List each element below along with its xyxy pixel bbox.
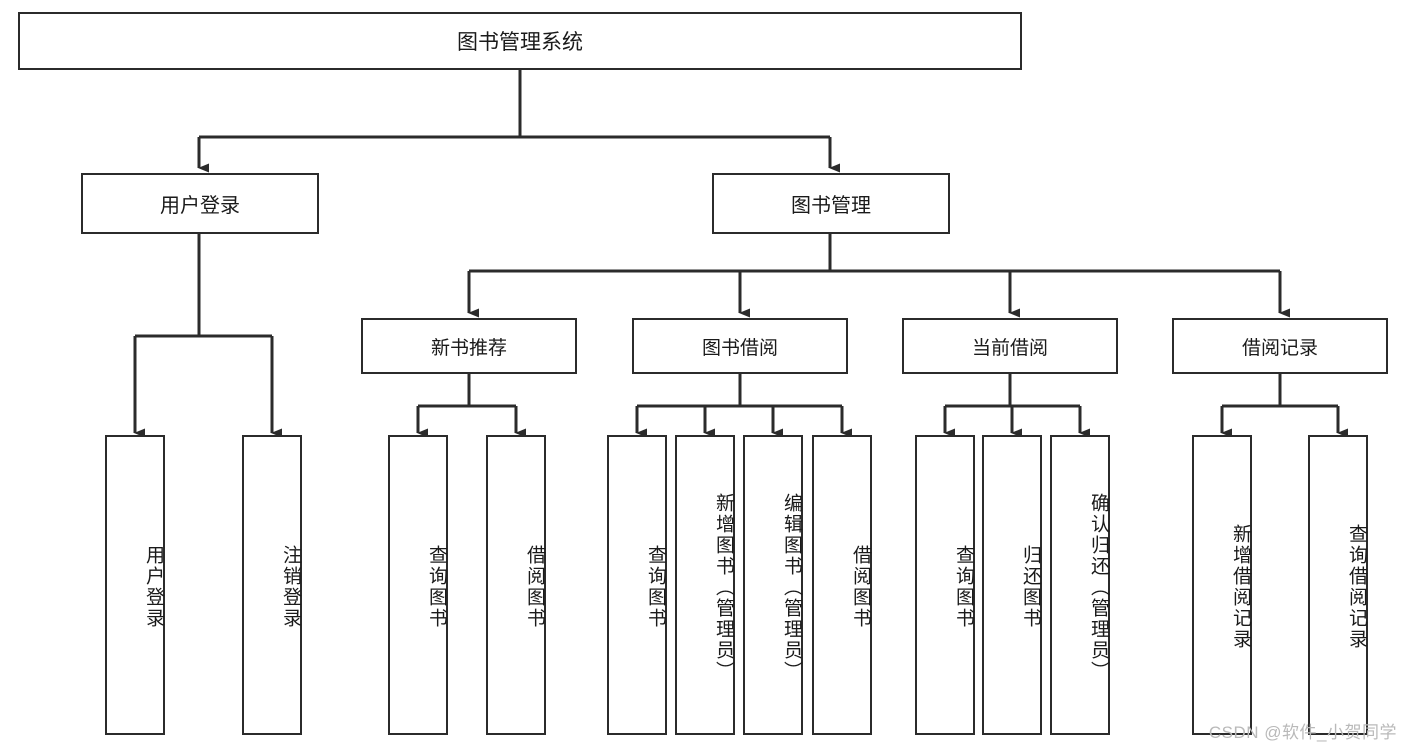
node-leaf-label: 编辑图书（管理员）	[781, 492, 802, 682]
node-leaf-book-borrow-borrow[interactable]: 借阅图书	[812, 435, 872, 735]
node-current-borrow-label: 当前借阅	[971, 337, 1048, 359]
node-current-borrow[interactable]: 当前借阅	[902, 318, 1118, 374]
node-leaf-label: 用户登录	[143, 545, 164, 629]
node-leaf-current-borrow-query[interactable]: 查询图书	[915, 435, 975, 735]
node-new-book-recommend[interactable]: 新书推荐	[361, 318, 577, 374]
node-root-book-management-system[interactable]: 图书管理系统	[18, 12, 1022, 70]
node-root-label: 图书管理系统	[457, 31, 583, 54]
node-leaf-label: 借阅图书	[524, 545, 545, 629]
node-leaf-new-book-borrow[interactable]: 借阅图书	[486, 435, 546, 735]
csdn-watermark: CSDN @软件_小贺同学	[1208, 723, 1397, 742]
node-leaf-label: 注销登录	[280, 545, 301, 629]
node-leaf-label: 新增借阅记录	[1230, 524, 1251, 650]
node-new-book-recommend-label: 新书推荐	[430, 337, 507, 359]
node-leaf-borrow-records-add[interactable]: 新增借阅记录	[1192, 435, 1252, 735]
node-leaf-book-borrow-edit[interactable]: 编辑图书（管理员）	[743, 435, 803, 735]
node-leaf-label: 归还图书	[1020, 545, 1041, 629]
node-leaf-label: 确认归还（管理员）	[1088, 492, 1109, 682]
node-leaf-book-borrow-query[interactable]: 查询图书	[607, 435, 667, 735]
node-leaf-user-login-login[interactable]: 用户登录	[105, 435, 165, 735]
node-leaf-label: 查询图书	[645, 545, 666, 629]
node-leaf-book-borrow-add[interactable]: 新增图书（管理员）	[675, 435, 735, 735]
node-book-management-label: 图书管理	[791, 195, 871, 217]
node-user-login-label: 用户登录	[160, 195, 240, 217]
node-book-borrow[interactable]: 图书借阅	[632, 318, 848, 374]
node-leaf-label: 查询借阅记录	[1346, 524, 1367, 650]
node-borrow-records[interactable]: 借阅记录	[1172, 318, 1388, 374]
node-book-management[interactable]: 图书管理	[712, 173, 950, 234]
node-leaf-label: 查询图书	[953, 545, 974, 629]
node-leaf-label: 借阅图书	[850, 545, 871, 629]
node-leaf-label: 查询图书	[426, 545, 447, 629]
node-leaf-current-borrow-confirm-return[interactable]: 确认归还（管理员）	[1050, 435, 1110, 735]
node-leaf-label: 新增图书（管理员）	[713, 492, 734, 682]
node-leaf-borrow-records-query[interactable]: 查询借阅记录	[1308, 435, 1368, 735]
node-leaf-user-login-logout[interactable]: 注销登录	[242, 435, 302, 735]
node-book-borrow-label: 图书借阅	[701, 337, 778, 359]
node-user-login[interactable]: 用户登录	[81, 173, 319, 234]
node-leaf-current-borrow-return[interactable]: 归还图书	[982, 435, 1042, 735]
node-borrow-records-label: 借阅记录	[1241, 337, 1318, 359]
node-leaf-new-book-query[interactable]: 查询图书	[388, 435, 448, 735]
